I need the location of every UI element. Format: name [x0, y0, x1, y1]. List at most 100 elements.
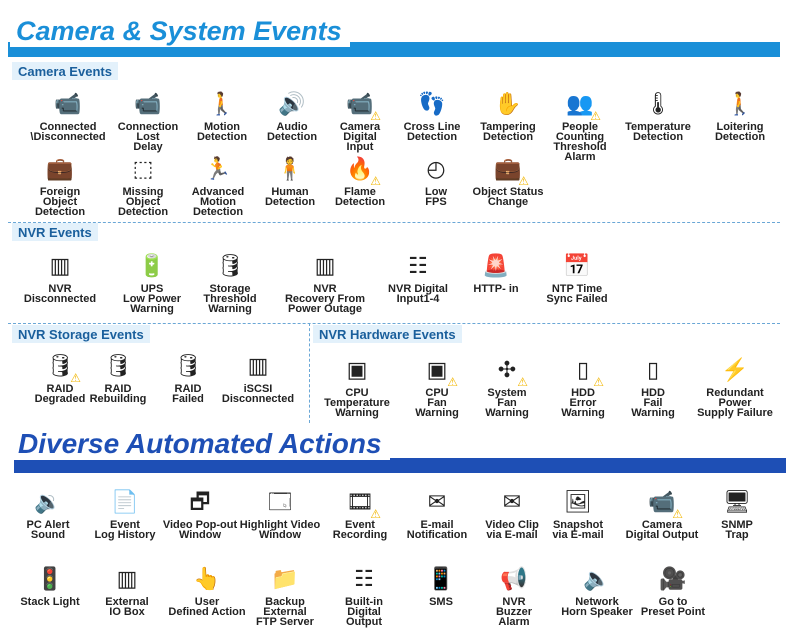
item-label: Video Pop-out Window [162, 519, 238, 541]
raid-rebuild-icon: 🛢 [104, 353, 132, 378]
event-item-connection-lost-delay: 📹 Connection Lost Delay [100, 90, 196, 153]
warning-icon: ⚠ [370, 109, 381, 123]
divider [309, 323, 310, 423]
item-label: RAID Degraded [34, 383, 86, 405]
flame-icon: 🔥⚠ [346, 156, 381, 188]
event-item-flame-detection: 🔥⚠Flame Detection [312, 155, 408, 208]
item-label: Camera Digital Output [625, 519, 699, 541]
event-item-event-recording: 🎞⚠Event Recording [312, 488, 408, 541]
event-item-pc-alert-sound: 🔉PC Alert Sound [0, 488, 96, 541]
digital-input-icon: ☷ [408, 253, 428, 278]
speaker-icon: 🔊 [278, 91, 306, 116]
event-item-connected-disconnected: 📹Connected \Disconnected [20, 90, 116, 143]
item-label: Advanced Motion Detection [191, 186, 245, 218]
item-label: RAID Rebuilding [89, 383, 147, 405]
cpu-thermo-icon: ▣ [346, 357, 368, 382]
item-label: UPS Low Power Warning [122, 283, 182, 315]
calendar-clock-icon: 📅 [563, 253, 591, 278]
event-item-raid-rebuilding: 🛢 RAID Rebuilding [70, 352, 166, 405]
database-icon: 🛢 [216, 253, 244, 278]
event-item-nvr-recovery-from-power-outage: ▥NVR Recovery From Power Outage [277, 252, 373, 315]
divider [8, 222, 780, 223]
event-item-camera-digital-output: 📹⚠Camera Digital Output [614, 488, 710, 541]
item-label: Go to Preset Point [640, 596, 706, 618]
event-item-camera-digital-input: 📹⚠Camera Digital Input [312, 90, 408, 153]
event-item-cross-line-detection: 👣 Cross Line Detection [384, 90, 480, 143]
section-camera-events: Camera Events [12, 62, 118, 80]
event-item-external-io-box: ▥External IO Box [79, 565, 175, 618]
event-item-go-to-preset-point: 🎥 Go to Preset Point [625, 565, 721, 618]
warning-icon: ⚠ [370, 507, 381, 521]
image-envelope-icon: 🖼 [564, 489, 592, 514]
item-label: Event Recording [332, 519, 388, 541]
item-label: System Fan Warning [485, 387, 529, 419]
event-item-tampering-detection: ✋Tampering Detection [460, 90, 556, 143]
http-in-icon: 🚨 [482, 253, 510, 278]
event-item-audio-detection: 🔊 Audio Detection [244, 90, 340, 143]
event-item-iscsi-disconnected: ▥iSCSI Disconnected [210, 352, 306, 405]
hdd-fail-icon: ▯ [646, 357, 660, 382]
item-label: HTTP- in [473, 283, 519, 295]
event-item-hdd-error-warning: ▯⚠HDD Error Warning [535, 356, 631, 419]
item-label: Temperature Detection [625, 121, 691, 143]
event-item-user-defined-action: 👆User Defined Action [159, 565, 255, 618]
item-label: HDD Error Warning [561, 387, 605, 419]
buzzer-icon: 📢 [500, 566, 528, 591]
item-label: Connected \Disconnected [30, 121, 106, 143]
video-envelope-icon: ✉ [502, 489, 522, 514]
nvr-error-icon: ▥ [49, 253, 71, 278]
phone-sms-icon: 📱 [427, 566, 455, 591]
item-label: User Defined Action [168, 596, 246, 618]
event-item-nvr-disconnected: ▥NVR Disconnected [12, 252, 108, 305]
object-tilt-icon: 💼⚠ [494, 156, 529, 188]
item-label: Audio Detection [266, 121, 318, 143]
item-label: SMS [429, 596, 453, 608]
event-item-highlight-video-window: 🗔Highlight Video Window [232, 488, 328, 541]
item-label: Camera Digital Input [339, 121, 381, 153]
log-file-icon: 📄 [111, 489, 139, 514]
event-item-low-fps: ◴Low FPS [388, 155, 484, 208]
event-item-storage-threshold-warning: 🛢Storage Threshold Warning [182, 252, 278, 315]
event-item-event-log-history: 📄 Event Log History [77, 488, 173, 541]
event-item-people-counting-threshold-alarm: 👥⚠People Counting Threshold Alarm [532, 90, 628, 163]
event-item-built-in-digital-output: ☷Built-in Digital Output [316, 565, 412, 628]
window-icon: 🗔 [268, 489, 292, 514]
human-frame-icon: 🧍 [276, 156, 304, 181]
item-label: HDD Fail Warning [631, 387, 675, 419]
event-item-system-fan-warning: ✣⚠System Fan Warning [459, 356, 555, 419]
film-warning-icon: 🎞⚠ [346, 489, 381, 521]
warning-icon: ⚠ [518, 174, 529, 188]
event-item-raid-degraded: 🛢⚠RAID Degraded [12, 352, 108, 405]
item-label: Connection Lost Delay [117, 121, 179, 153]
event-item-ntp-time-sync-failed: 📅NTP Time Sync Failed [529, 252, 625, 305]
item-label: NVR Buzzer Alarm [495, 596, 533, 628]
item-label: Object Status Change [472, 186, 544, 208]
event-item-backup-external-ftp-server: 📁Backup External FTP Server [237, 565, 333, 628]
event-item-nvr-digital-input1-4: ☷NVR Digital Input1-4 [370, 252, 466, 305]
item-label: PC Alert Sound [26, 519, 70, 541]
camera-warning-icon: 📹⚠ [346, 91, 381, 123]
briefcase-icon: 💼 [46, 156, 74, 181]
warning-icon: ⚠ [517, 375, 528, 389]
raid-failed-icon: 🛢 [174, 353, 202, 378]
fan-icon: ✣⚠ [497, 357, 528, 389]
page-title: Camera & System Events [10, 16, 350, 47]
ptz-preset-icon: 🎥 [659, 566, 687, 591]
event-item-hdd-fail-warning: ▯ HDD Fail Warning [605, 356, 701, 419]
event-item-human-detection: 🧍Human Detection [242, 155, 338, 208]
item-label: CPU Temperature Warning [324, 387, 390, 419]
item-label: CPU Fan Warning [415, 387, 459, 419]
footprints-icon: 👣 [418, 91, 446, 116]
item-label: Built-in Digital Output [345, 596, 383, 628]
event-item-temperature-detection: 🌡Temperature Detection [610, 90, 706, 143]
item-label: Network Horn Speaker [561, 596, 633, 618]
event-item-stack-light: 🚦Stack Light [2, 565, 98, 608]
event-item-e-mail-notification: ✉E-mail Notification [389, 488, 485, 541]
power-supply-icon: ⚡ [721, 357, 749, 382]
actions-title: Diverse Automated Actions [12, 428, 390, 460]
item-label: Cross Line Detection [403, 121, 461, 143]
item-label: Event Log History [94, 519, 156, 541]
camera-clock-icon: 📹 [134, 91, 162, 116]
event-item-sms: 📱 SMS [393, 565, 489, 608]
warning-icon: ⚠ [593, 375, 604, 389]
